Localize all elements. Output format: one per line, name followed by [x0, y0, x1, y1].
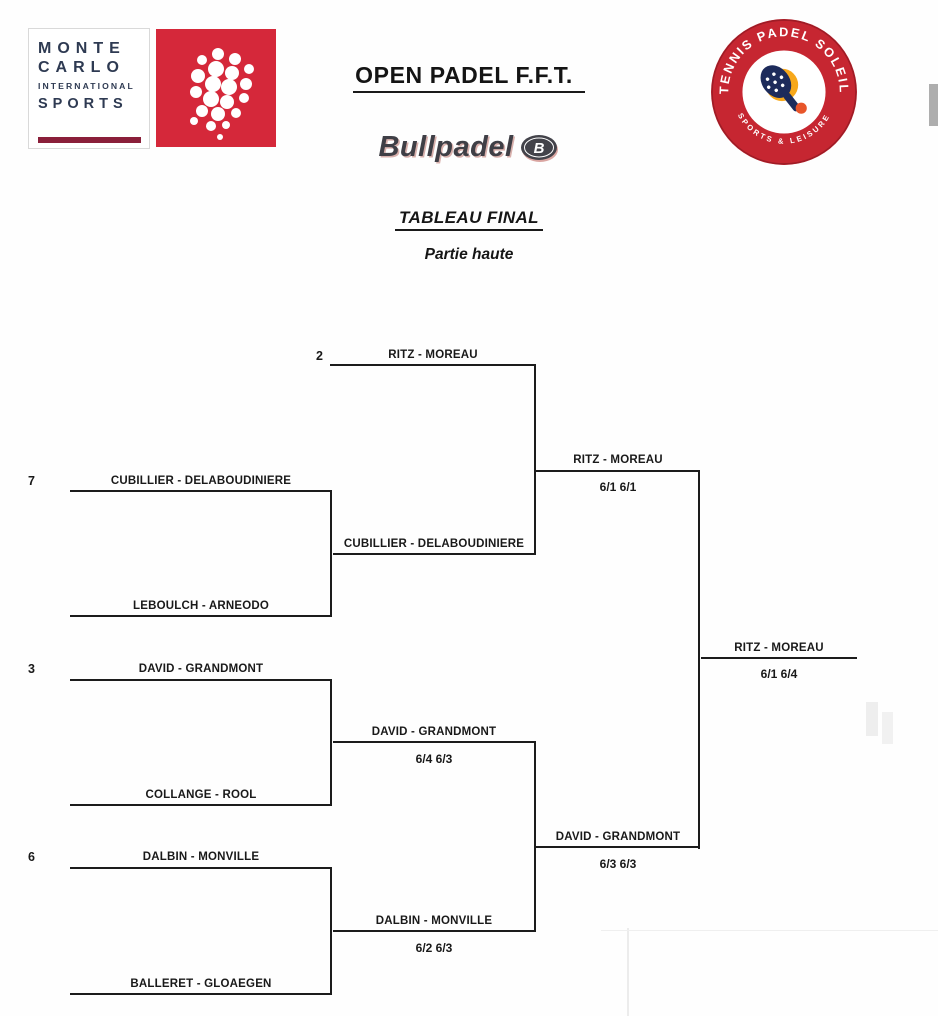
bracket-line — [70, 679, 332, 681]
monte-carlo-logo: MONTE CARLO INTERNATIONAL SPORTS — [28, 28, 276, 149]
bracket-team: CUBILLIER - DELABOUDINIERE — [343, 538, 525, 550]
bullpadel-emblem-icon: B — [520, 134, 558, 162]
scan-artifact — [882, 712, 893, 744]
bracket-team: DALBIN - MONVILLE — [375, 915, 493, 927]
bracket-connector — [330, 679, 332, 806]
bullpadel-wordmark: Bullpadel — [378, 131, 514, 163]
bracket-team: DAVID - GRANDMONT — [555, 831, 681, 843]
bracket-line — [536, 470, 700, 472]
bracket-subtitle: TABLEAU FINAL — [0, 208, 938, 231]
scan-artifact — [627, 928, 629, 1016]
mc-dots-emblem — [156, 29, 276, 147]
mc-dots-icon — [190, 48, 254, 140]
bullpadel-emblem-letter: B — [533, 140, 544, 157]
bracket-line — [536, 846, 700, 848]
bracket-connector — [330, 867, 332, 995]
seed-label: 2 — [316, 349, 323, 363]
bracket-section-label: Partie haute — [424, 246, 514, 263]
bracket-line — [330, 364, 536, 366]
bracket-line — [70, 993, 332, 995]
seed-label: 7 — [28, 474, 35, 488]
tennis-padel-soleil-logo: TENNIS PADEL SOLEIL SPORTS & LEISURE — [708, 14, 860, 170]
match-score: 6/1 6/4 — [760, 667, 798, 681]
bracket-connector — [534, 364, 536, 555]
seed-label: 3 — [28, 662, 35, 676]
bracket-line — [70, 490, 332, 492]
bracket-team: LEBOULCH - ARNEODO — [132, 600, 270, 612]
bracket-line — [333, 553, 535, 555]
scan-artifact — [929, 84, 938, 126]
mc-line-carlo: CARLO — [38, 59, 125, 76]
match-score: 6/4 6/3 — [415, 752, 453, 766]
tps-badge-icon: TENNIS PADEL SOLEIL SPORTS & LEISURE — [711, 19, 857, 165]
page-title: OPEN PADEL F.F.T. — [0, 62, 938, 93]
page-title-text: OPEN PADEL F.F.T. — [353, 62, 585, 93]
bracket-connector — [698, 470, 700, 849]
match-score: 6/3 6/3 — [599, 857, 637, 871]
match-score: 6/1 6/1 — [599, 480, 637, 494]
scan-artifact — [866, 702, 878, 736]
mc-maroon-bar — [38, 137, 141, 143]
monte-carlo-wordmark: MONTE CARLO INTERNATIONAL SPORTS — [28, 28, 150, 149]
bracket-team: DAVID - GRANDMONT — [138, 663, 264, 675]
seed-label: 6 — [28, 850, 35, 864]
bracket-team: BALLERET - GLOAEGEN — [130, 978, 272, 990]
bracket-team: COLLANGE - ROOL — [145, 789, 257, 801]
bracket-line — [70, 615, 332, 617]
bracket-line — [333, 741, 535, 743]
bracket-line — [70, 804, 332, 806]
bracket-line — [701, 657, 857, 659]
bracket-team: RITZ - MOREAU — [573, 454, 663, 466]
match-score: 6/2 6/3 — [415, 941, 453, 955]
bracket-connector — [534, 741, 536, 932]
tps-ball-icon — [795, 102, 807, 114]
bracket-team: DALBIN - MONVILLE — [142, 851, 260, 863]
bracket-subtitle-text: TABLEAU FINAL — [395, 208, 543, 231]
bracket-team: DAVID - GRANDMONT — [371, 726, 497, 738]
bracket-team: CUBILLIER - DELABOUDINIERE — [110, 475, 292, 487]
bracket-line — [70, 867, 332, 869]
mc-line-monte: MONTE — [38, 40, 126, 57]
scan-artifact — [601, 930, 938, 931]
mc-line-sports: SPORTS — [38, 96, 128, 112]
bracket-connector — [330, 490, 332, 617]
bracket-line — [333, 930, 535, 932]
bracket-team: RITZ - MOREAU — [734, 642, 824, 654]
mc-line-international: INTERNATIONAL — [38, 81, 135, 91]
bracket-team: RITZ - MOREAU — [388, 349, 478, 361]
bullpadel-logo: Bullpadel B — [0, 131, 938, 164]
